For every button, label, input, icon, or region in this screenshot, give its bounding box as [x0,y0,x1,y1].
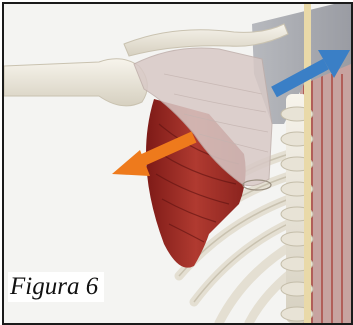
figure-caption: Figura 6 [8,272,104,302]
